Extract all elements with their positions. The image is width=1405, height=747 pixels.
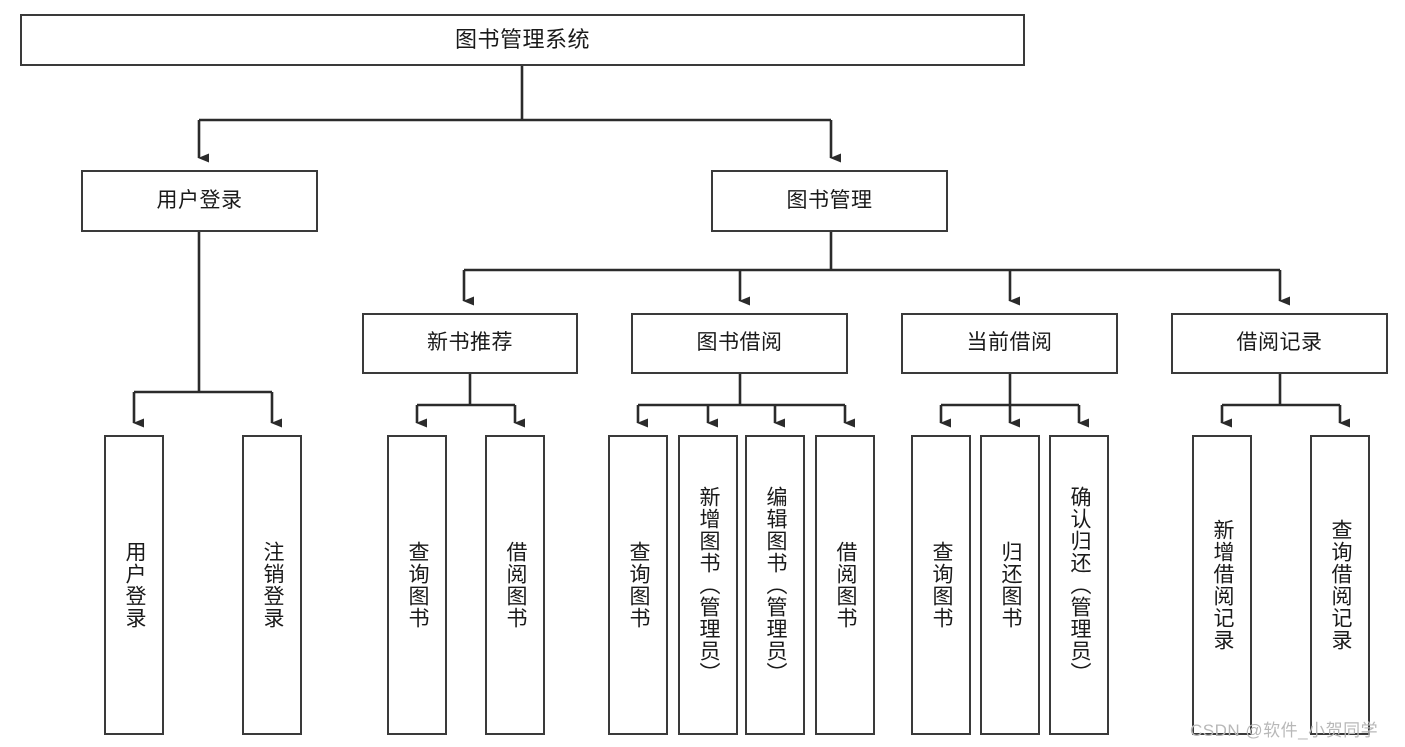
leaf-user-login-login[interactable]: 用户登录 — [104, 435, 164, 735]
leaf-book-borrow-edit-book-admin[interactable]: 编辑图书（管理员） — [745, 435, 805, 735]
node-root-book-management-system[interactable]: 图书管理系统 — [20, 14, 1025, 66]
node-label: 新增借阅记录 — [1211, 519, 1235, 651]
node-label: 图书管理 — [786, 188, 873, 212]
node-label: 查询借阅记录 — [1329, 519, 1353, 651]
leaf-borrow-records-query-record[interactable]: 查询借阅记录 — [1310, 435, 1370, 735]
leaf-current-borrow-return-book[interactable]: 归还图书 — [980, 435, 1040, 735]
node-label: 图书借阅 — [696, 331, 783, 355]
node-current-borrow[interactable]: 当前借阅 — [901, 313, 1118, 374]
node-label: 当前借阅 — [966, 331, 1053, 355]
leaf-book-borrow-query-book[interactable]: 查询图书 — [608, 435, 668, 735]
node-borrow-records[interactable]: 借阅记录 — [1171, 313, 1388, 374]
node-label: 借阅记录 — [1236, 331, 1323, 355]
node-label: 新书推荐 — [427, 331, 513, 355]
node-label: 查询图书 — [627, 541, 651, 629]
node-book-management[interactable]: 图书管理 — [711, 170, 948, 232]
leaf-user-login-logout[interactable]: 注销登录 — [242, 435, 302, 735]
node-label: 查询图书 — [406, 541, 430, 629]
leaf-current-borrow-query-book[interactable]: 查询图书 — [911, 435, 971, 735]
node-label: 用户登录 — [123, 541, 147, 629]
leaf-book-borrow-borrow-book[interactable]: 借阅图书 — [815, 435, 875, 735]
node-label: 借阅图书 — [504, 541, 528, 629]
node-label: 确认归还（管理员） — [1068, 486, 1092, 684]
node-user-login[interactable]: 用户登录 — [81, 170, 318, 232]
leaf-book-borrow-add-book-admin[interactable]: 新增图书（管理员） — [678, 435, 738, 735]
node-label: 编辑图书（管理员） — [764, 486, 788, 684]
leaf-new-book-borrow-book[interactable]: 借阅图书 — [485, 435, 545, 735]
leaf-borrow-records-add-record[interactable]: 新增借阅记录 — [1192, 435, 1252, 735]
leaf-current-borrow-confirm-return-admin[interactable]: 确认归还（管理员） — [1049, 435, 1109, 735]
node-label: 借阅图书 — [834, 541, 858, 629]
csdn-watermark: CSDN @软件_小贺同学 — [1190, 721, 1379, 740]
leaf-new-book-query-book[interactable]: 查询图书 — [387, 435, 447, 735]
node-label: 图书管理系统 — [454, 27, 590, 53]
node-book-borrow[interactable]: 图书借阅 — [631, 313, 848, 374]
node-label: 注销登录 — [261, 541, 285, 629]
node-new-book-recommend[interactable]: 新书推荐 — [362, 313, 578, 374]
node-label: 用户登录 — [156, 188, 243, 212]
node-label: 新增图书（管理员） — [697, 486, 721, 684]
node-label: 查询图书 — [930, 541, 954, 629]
node-label: 归还图书 — [999, 541, 1023, 629]
